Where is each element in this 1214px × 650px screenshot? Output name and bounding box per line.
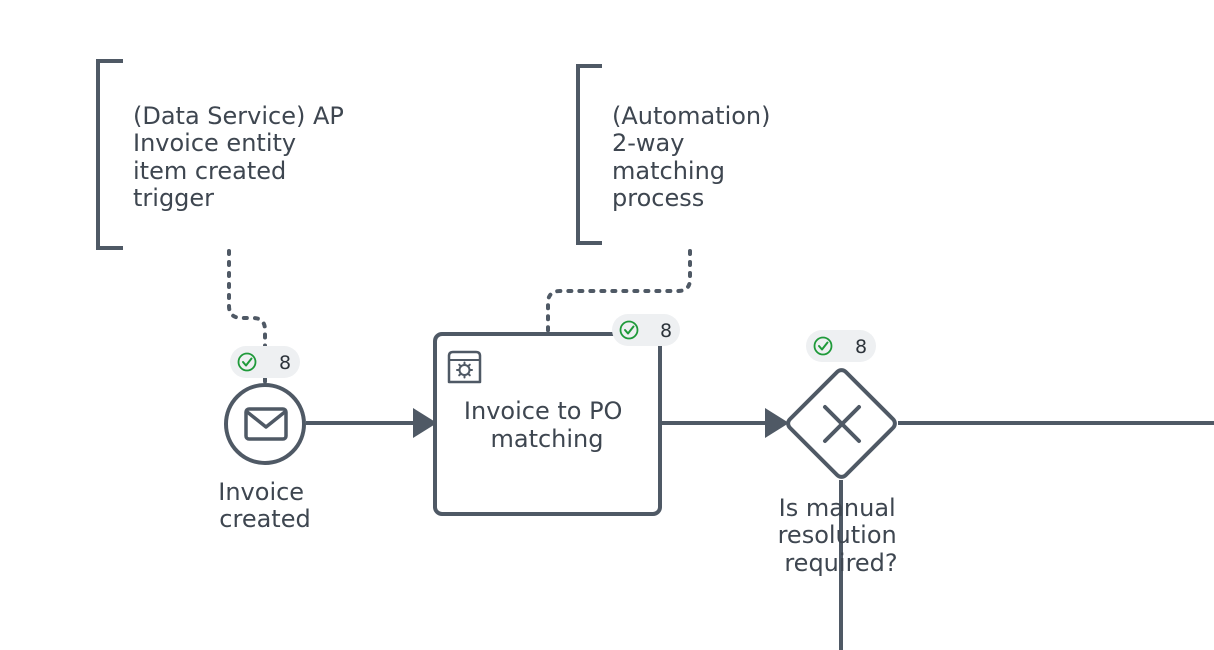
task-invoice-to-po-matching[interactable]: Invoice to PO matching (433, 332, 662, 516)
sequence-flow-start-to-task[interactable] (306, 408, 437, 438)
status-badge-gateway[interactable]: 8 (806, 330, 876, 362)
gateway-label: Is manual resolution required? (778, 494, 905, 577)
envelope-icon (244, 407, 288, 441)
sequence-flow-task-to-gateway[interactable] (660, 408, 789, 438)
status-badge-task[interactable]: 8 (612, 314, 680, 346)
status-badge-start[interactable]: 8 (230, 346, 300, 378)
check-circle-icon (237, 352, 257, 372)
badge-count: 8 (660, 320, 672, 342)
arrowhead (765, 408, 789, 438)
start-event-label: Invoice created (218, 478, 311, 533)
association-automation-to-task[interactable] (546, 249, 692, 334)
gateway-manual-resolution[interactable] (786, 368, 898, 480)
annotation-trigger[interactable]: (Data Service) AP Invoice entity item cr… (96, 59, 352, 250)
annotation-bracket (576, 64, 602, 245)
arrowhead (413, 408, 437, 438)
start-event-invoice-created[interactable] (224, 383, 306, 465)
exclusive-x-icon (823, 405, 861, 443)
check-circle-icon (619, 320, 639, 340)
annotation-text: (Automation) 2-way matching process (612, 102, 778, 212)
check-circle-icon (813, 336, 833, 356)
task-label: Invoice to PO matching (464, 397, 630, 453)
annotation-automation[interactable]: (Automation) 2-way matching process (576, 64, 778, 245)
service-task-gear-icon (447, 350, 482, 384)
badge-count: 8 (279, 352, 291, 374)
annotation-text: (Data Service) AP Invoice entity item cr… (133, 102, 352, 212)
task-box (433, 332, 662, 516)
association-trigger-to-start[interactable] (227, 249, 267, 385)
annotation-bracket (96, 59, 123, 250)
badge-count: 8 (855, 336, 867, 358)
